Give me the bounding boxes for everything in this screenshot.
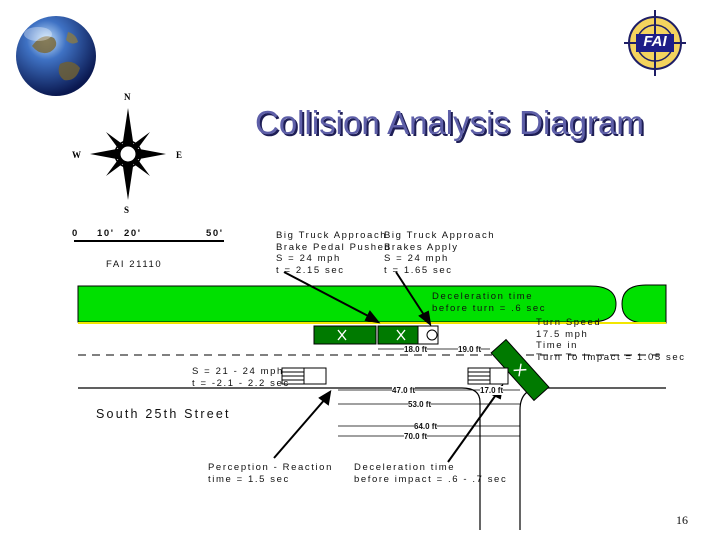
fai-logo: FAI — [624, 8, 686, 78]
annotation-turn-speed: Turn Speed 17.5 mph Time in Turn To Impa… — [536, 317, 686, 363]
fai-crosshair-icon — [624, 10, 686, 76]
compass-rose-icon — [90, 108, 166, 200]
annotation-brake-pedal: Big Truck Approach Brake Pedal Pushed S … — [276, 230, 392, 276]
turning-truck — [490, 338, 550, 402]
dim-19ft: 19.0 ft — [458, 345, 482, 354]
scale-label-20: 20' — [124, 228, 142, 239]
dim-18ft: 18.0 ft — [404, 345, 428, 354]
scale-label-0: 0 — [72, 228, 79, 239]
compass-south-label: S — [124, 205, 130, 215]
annotation-decel-before-impact: Deceleration time before impact = .6 - .… — [354, 462, 508, 485]
compass-west-label: W — [72, 150, 81, 160]
truck-trailer-green — [377, 325, 419, 345]
street-name-label: South 25th Street — [96, 407, 231, 421]
annotation-brakes-apply: Big Truck Approach Brakes Apply S = 24 m… — [384, 230, 496, 276]
compass-east-label: E — [176, 150, 183, 160]
dim-70ft: 70.0 ft — [404, 432, 428, 441]
truck-cab-green — [313, 325, 377, 345]
compass-north-label: N — [124, 92, 131, 102]
curb-right — [519, 387, 666, 530]
curb-left — [78, 387, 481, 530]
dim-64ft: 64.0 ft — [414, 422, 438, 431]
logo-text: FAI — [643, 33, 667, 50]
scale-label-50: 50' — [206, 228, 224, 239]
scale-bar — [74, 240, 224, 246]
case-id: FAI 21110 — [106, 259, 163, 270]
page-number: 16 — [676, 513, 688, 527]
truck-outline — [417, 325, 439, 345]
dim-17ft: 17.0 ft — [480, 386, 504, 395]
globe-icon — [16, 16, 96, 96]
annotation-perception: Perception - Reaction time = 1.5 sec — [208, 462, 333, 485]
slide-title: Collision Analysis Diagram — [255, 104, 644, 141]
dim-53ft: 53.0 ft — [408, 400, 432, 409]
dim-47ft: 47.0 ft — [392, 386, 416, 395]
outline-truck-left — [281, 367, 327, 385]
scale-label-10: 10' — [97, 228, 115, 239]
annotation-approach-speed: S = 21 - 24 mph t = -2.1 - 2.2 sec — [192, 366, 290, 389]
annotation-decel-before-turn: Deceleration time before turn = .6 sec — [432, 291, 547, 314]
outline-truck-right — [467, 367, 509, 385]
